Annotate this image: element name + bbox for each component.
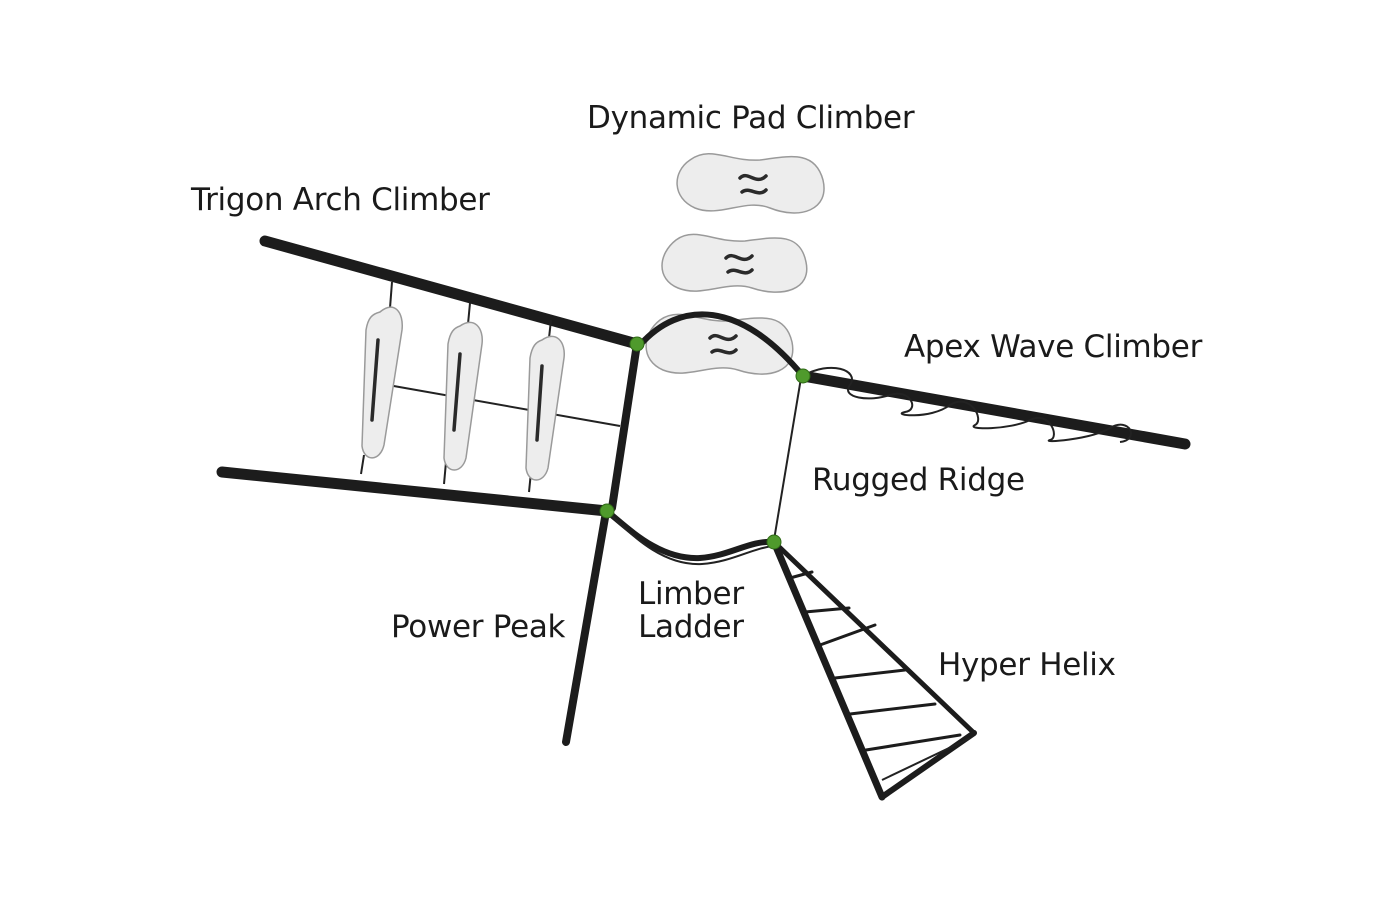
- trigon-upper-pole: [259, 235, 643, 350]
- limber-ladder-rope: [605, 509, 777, 562]
- label-trigon-arch-climber: Trigon Arch Climber: [191, 182, 490, 218]
- apex-wave-pole: [797, 370, 1191, 450]
- trigon-grip-2: [443, 302, 483, 485]
- dynamic-pad-rope: [637, 311, 806, 379]
- power-peak-pole: [562, 508, 610, 746]
- hyper-helix-frame: [770, 538, 977, 801]
- label-limber-ladder: Limber Ladder: [638, 576, 744, 645]
- label-power-peak: Power Peak: [391, 609, 566, 645]
- limber-ladder-rope-2: [611, 515, 775, 566]
- dynamic-pad-hold-1: [676, 153, 825, 214]
- connector-node-top-right: [795, 368, 811, 384]
- label-rugged-ridge: Rugged Ridge: [812, 462, 1025, 498]
- connector-node-bottom-left: [599, 503, 615, 519]
- trigon-tether: [387, 384, 621, 427]
- connector-node-bottom-right: [766, 534, 782, 550]
- apex-wave-rope: [802, 366, 1132, 443]
- trigon-grip-1: [360, 281, 403, 475]
- label-apex-wave-climber: Apex Wave Climber: [904, 329, 1203, 365]
- connector-node-top-left: [629, 336, 645, 352]
- label-hyper-helix: Hyper Helix: [938, 647, 1116, 683]
- dynamic-pad-hold-2: [661, 233, 808, 293]
- trigon-lower-pole: [216, 466, 613, 517]
- rugged-ridge-cord: [773, 377, 802, 541]
- trigon-grip-3: [525, 319, 565, 493]
- trigon-vertical-pole: [608, 340, 641, 512]
- label-dynamic-pad-climber: Dynamic Pad Climber: [587, 100, 915, 136]
